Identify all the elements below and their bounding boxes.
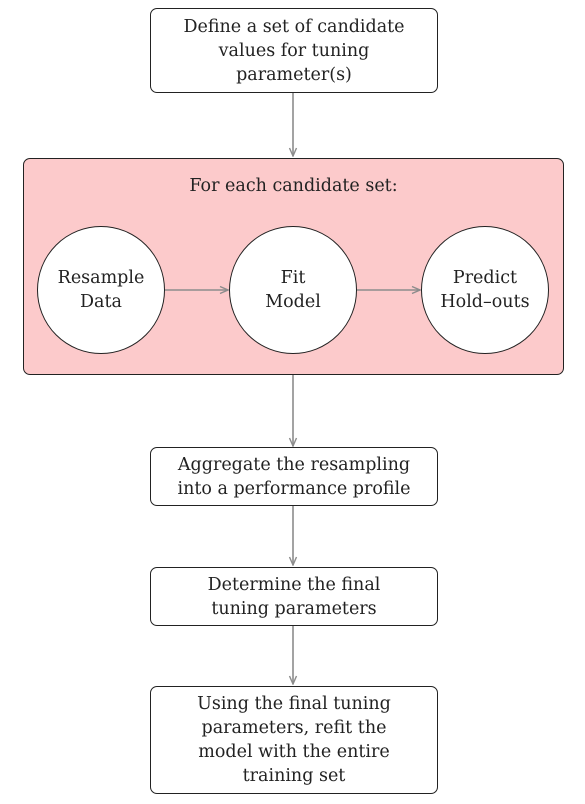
refit-line-2: parameters, refit the: [201, 718, 387, 738]
resample-data-node: Resample Data: [37, 226, 165, 354]
determine-final-box: Determine the final tuning parameters: [150, 567, 438, 626]
determine-line-2: tuning parameters: [211, 598, 377, 619]
loop-title: For each candidate set:: [189, 176, 398, 196]
resample-line-2: Data: [80, 292, 122, 312]
define-line-2: values for tuning: [218, 40, 370, 61]
predict-holdouts-node: Predict Hold–outs: [421, 226, 549, 354]
refit-line-3: model with the entire: [198, 742, 390, 762]
fit-line-1: Fit: [280, 268, 306, 288]
refit-model-box: Using the final tuning parameters, refit…: [150, 686, 438, 794]
resample-line-1: Resample: [57, 268, 145, 288]
refit-line-1: Using the final tuning: [197, 694, 391, 714]
refit-line-4: training set: [242, 766, 346, 786]
define-line-1: Define a set of candidate: [183, 16, 405, 37]
aggregate-line-1: Aggregate the resampling: [177, 454, 411, 475]
fit-line-2: Model: [265, 292, 321, 312]
determine-line-1: Determine the final: [207, 574, 381, 595]
aggregate-box: Aggregate the resampling into a performa…: [150, 447, 438, 506]
define-candidates-box: Define a set of candidate values for tun…: [150, 8, 438, 93]
define-line-3: parameter(s): [236, 64, 352, 85]
predict-line-1: Predict: [452, 268, 518, 288]
predict-line-2: Hold–outs: [440, 292, 530, 312]
aggregate-line-2: into a performance profile: [177, 478, 411, 499]
fit-model-node: Fit Model: [229, 226, 357, 354]
